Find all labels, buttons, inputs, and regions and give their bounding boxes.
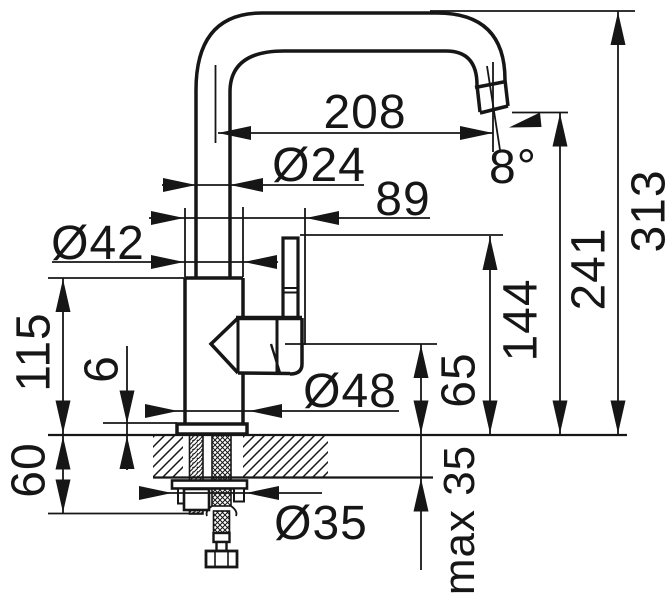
mounting-hardware [170, 433, 249, 569]
mounting-washer-plate [170, 479, 249, 490]
arrow-60-bottom [55, 479, 71, 513]
extension-lines [48, 10, 635, 515]
arrow-313-bottom [610, 400, 626, 434]
label-spout-diameter: Ø24 [272, 139, 366, 192]
label-handle-offset: 89 [375, 173, 430, 226]
label-hole-diameter: Ø35 [274, 497, 368, 550]
arrow-6-bottom [119, 436, 135, 469]
mixer-head-fill [211, 318, 302, 374]
arrow-89-left [151, 211, 184, 225]
arrow-24-left [163, 178, 196, 192]
outlet-angle-ref [486, 65, 501, 151]
flex-hose-upper [211, 433, 232, 507]
arrow-208-left [218, 126, 251, 140]
arrow-313-top [610, 12, 626, 45]
label-handle-top-height: 144 [494, 278, 547, 361]
flex-hose-lower [212, 510, 231, 534]
arrow-115-bottom [55, 400, 71, 434]
arrow-60-top [55, 436, 71, 470]
head-wedge [208, 316, 240, 375]
hose-ferrule [212, 531, 231, 544]
label-body-diameter: Ø42 [51, 217, 145, 270]
head-crease [269, 343, 282, 374]
label-lever-pivot-height: 65 [432, 352, 485, 407]
label-overall-height: 313 [622, 169, 672, 252]
arrow-144-bottom [482, 400, 498, 434]
counter-hatch-right [243, 436, 328, 477]
arrow-24-right [230, 178, 263, 192]
lever-stick [281, 236, 300, 320]
label-under-counter-depth: 60 [2, 442, 55, 497]
arrow-241-top [552, 113, 568, 147]
arrow-angle-8 [509, 112, 542, 128]
arrow-42-left [151, 255, 184, 269]
arrow-max35 [413, 478, 429, 512]
label-flange-thickness: 6 [75, 355, 128, 383]
hose-end-nut [204, 549, 239, 569]
arrow-65-top [413, 345, 429, 378]
arrow-241-bottom [552, 400, 568, 434]
label-outlet-height: 241 [562, 227, 615, 310]
arrow-35-left [139, 486, 172, 500]
head-bottom-edge [237, 371, 291, 376]
hose-flare [205, 505, 238, 517]
arrow-115-top [55, 279, 71, 312]
counter-hatch-left [153, 436, 183, 477]
washer-tab-right [233, 487, 245, 503]
dimension-arrows [55, 12, 626, 513]
label-spout-reach: 208 [323, 86, 406, 139]
spout-inner-edge [228, 49, 482, 278]
arrow-42-right [244, 255, 277, 269]
label-spout-angle: 8° [489, 141, 537, 194]
head-cap-edge [289, 318, 304, 376]
arrow-48-right [249, 404, 282, 418]
arrow-65-bottom [413, 400, 429, 434]
label-base-height: 115 [7, 312, 60, 392]
spout-outer-edge [194, 11, 510, 278]
lever-handle [281, 236, 300, 320]
mixer-head [208, 315, 304, 376]
base-flange [175, 422, 249, 436]
arrow-6-top [119, 390, 135, 424]
label-max-counter-thickness: max 35 [435, 445, 484, 595]
arrow-144-top [482, 237, 498, 270]
label-flange-diameter: Ø48 [303, 365, 397, 418]
arrow-208-right [460, 126, 493, 140]
arrow-48-left [145, 404, 178, 418]
arrow-35-right [246, 486, 279, 500]
countertop [48, 433, 627, 479]
mounting-nut [182, 487, 211, 512]
dimension-labels: 208 Ø24 89 Ø42 8° Ø48 Ø35 115 6 60 65 14… [2, 86, 672, 595]
arrow-89-right [306, 211, 339, 225]
